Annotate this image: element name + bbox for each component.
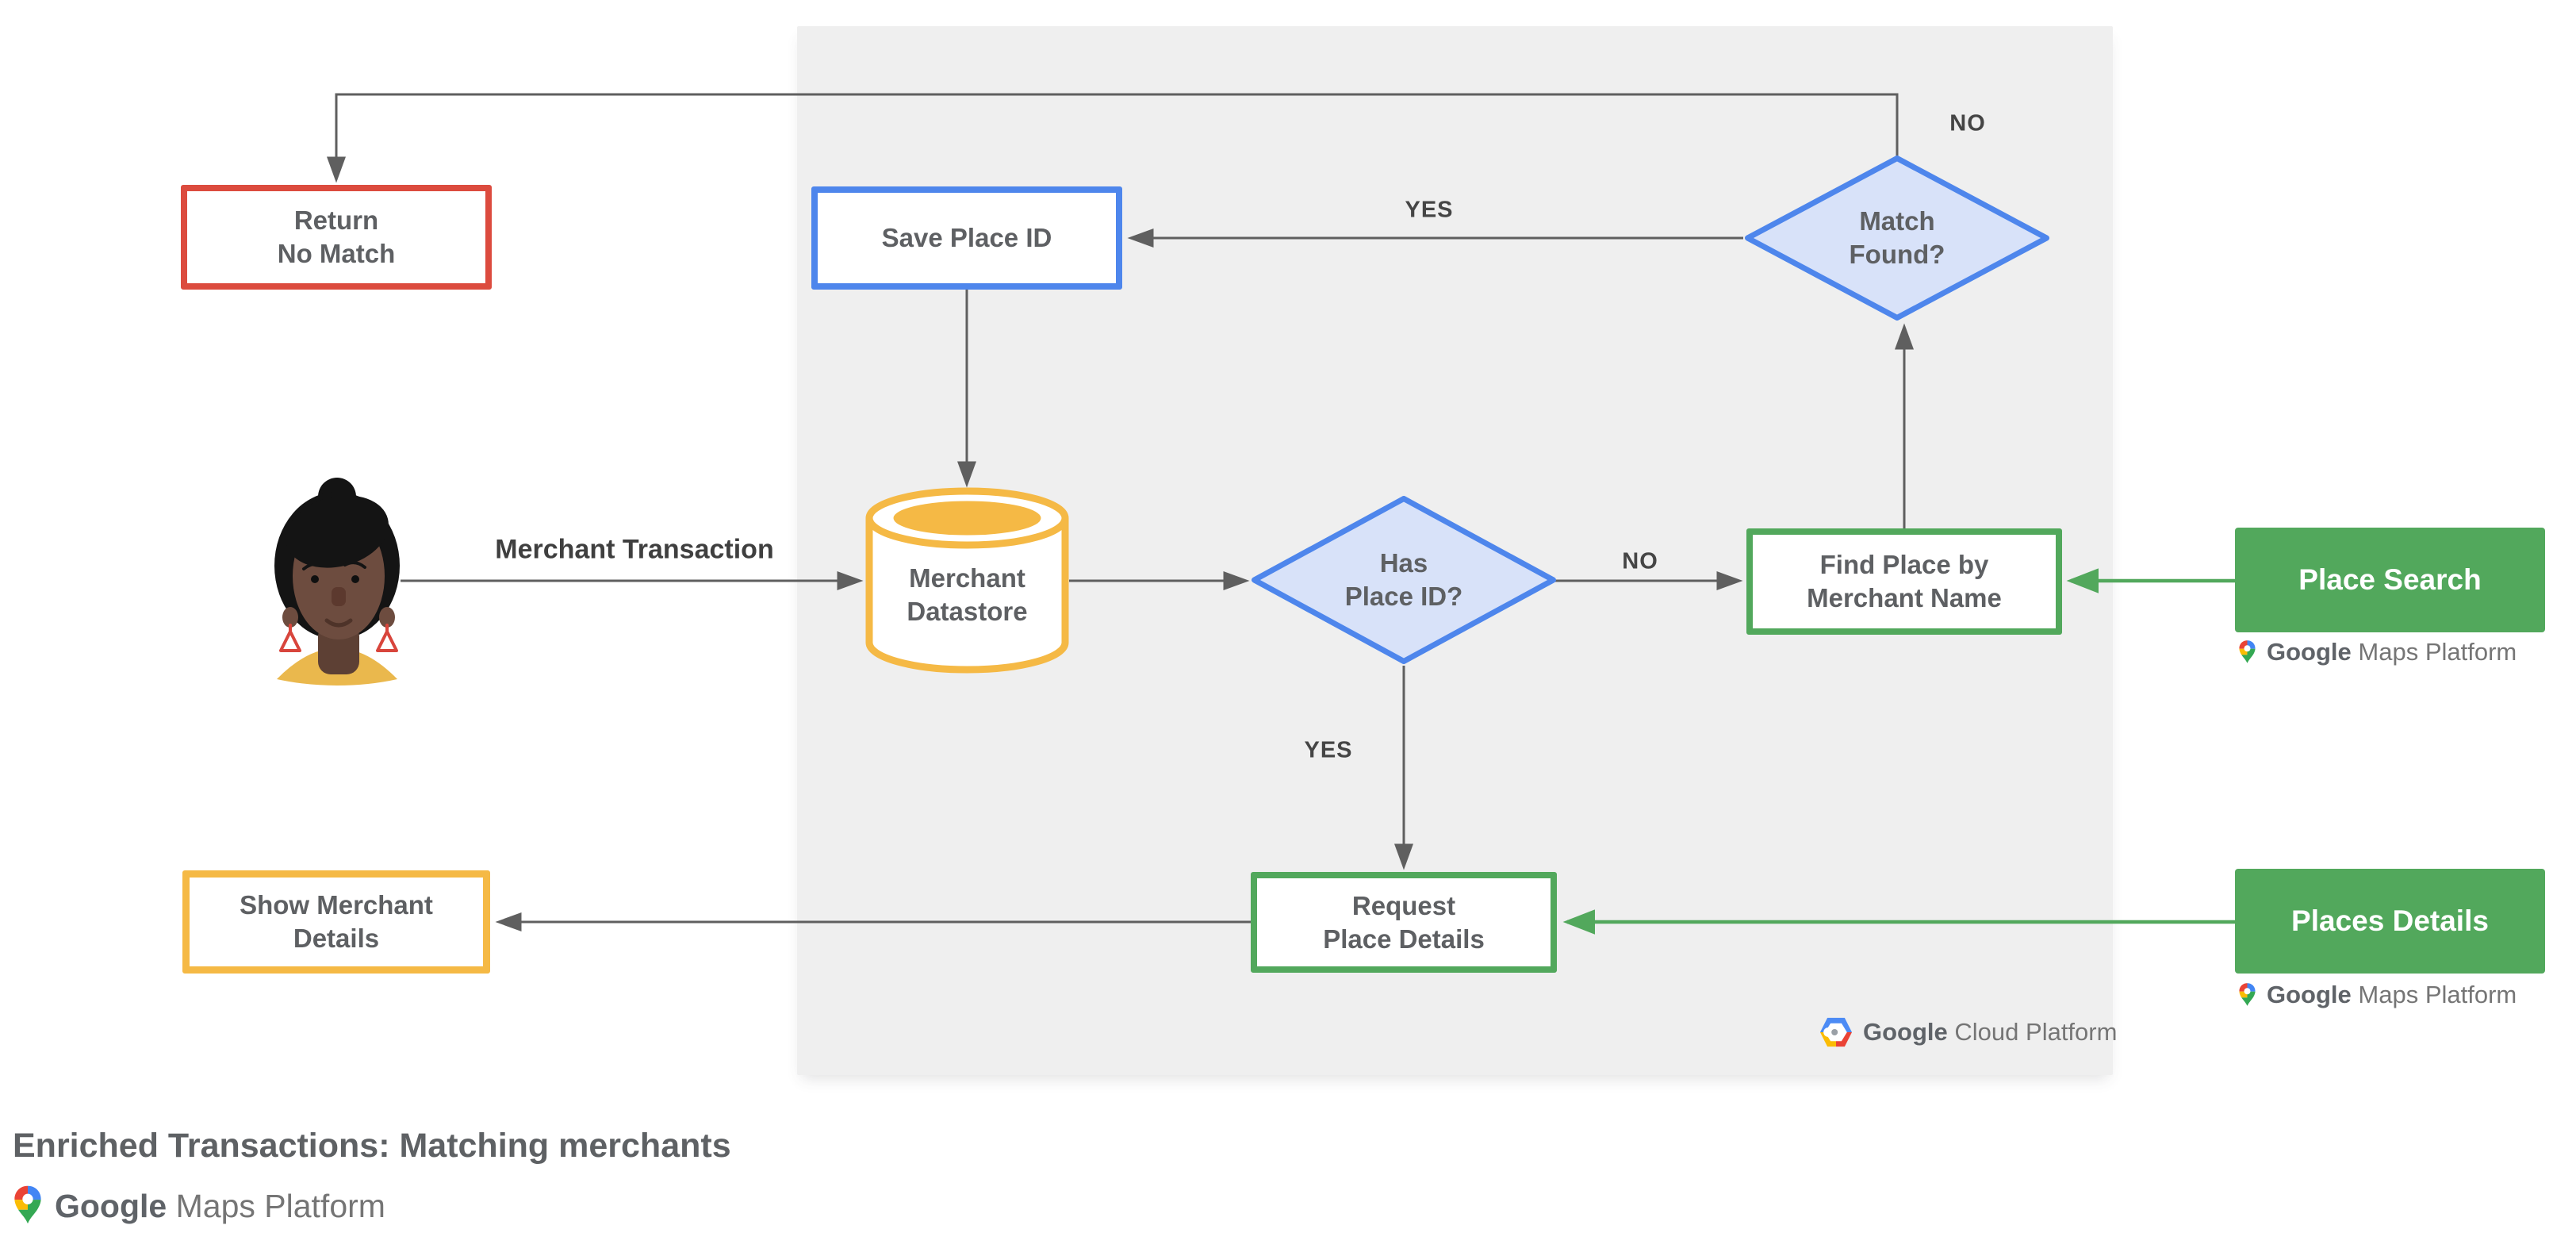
node-place-search-api: Place Search <box>2235 528 2545 632</box>
cloud-platform-wordmark: Google Cloud Platform <box>1863 1018 2118 1046</box>
maps-platform-wordmark: Google Maps Platform <box>55 1187 385 1224</box>
edge-label-yes-request: YES <box>1304 737 1353 763</box>
decision-has-place-id-shape <box>1252 496 1556 664</box>
maps-platform-logo-place-search: Google Maps Platform <box>2238 638 2517 666</box>
node-request-place-details: Request Place Details <box>1251 872 1557 973</box>
maps-platform-logo-places-details: Google Maps Platform <box>2238 981 2517 1009</box>
node-return-no-match: Return No Match <box>181 185 492 290</box>
node-places-details-api: Places Details <box>2235 869 2545 974</box>
datastore-merchant-label: Merchant Datastore <box>907 563 1028 626</box>
node-show-merchant-details: Show Merchant Details <box>182 870 490 974</box>
edge-label-no-return: NO <box>1949 110 1986 136</box>
edge-label-yes-save: YES <box>1405 197 1454 223</box>
decision-has-place-id-label: Has Place ID? <box>1344 548 1463 611</box>
cloud-platform-hexagon-icon <box>1820 1017 1852 1047</box>
node-save-place-id: Save Place ID <box>811 186 1122 290</box>
decision-match-found-label: Match Found? <box>1849 206 1945 269</box>
user-avatar <box>274 478 400 686</box>
maps-pin-icon <box>14 1185 41 1224</box>
decision-match-found-shape <box>1745 156 2049 321</box>
maps-pin-icon <box>2239 982 2256 1006</box>
cloud-platform-logo: Google Cloud Platform <box>1819 1016 2117 1048</box>
maps-pin-icon <box>2239 639 2256 663</box>
edge-label-merchant-transaction: Merchant Transaction <box>495 534 774 565</box>
maps-platform-wordmark: Google Maps Platform <box>2267 638 2517 666</box>
edge-label-no-find: NO <box>1622 548 1658 574</box>
page-title: Enriched Transactions: Matching merchant… <box>13 1127 731 1165</box>
maps-platform-logo-footer: Google Maps Platform <box>13 1184 385 1228</box>
maps-platform-wordmark: Google Maps Platform <box>2267 981 2517 1008</box>
datastore-cylinder-shape <box>865 487 1069 674</box>
node-find-place-by-merchant-name: Find Place by Merchant Name <box>1746 528 2062 635</box>
